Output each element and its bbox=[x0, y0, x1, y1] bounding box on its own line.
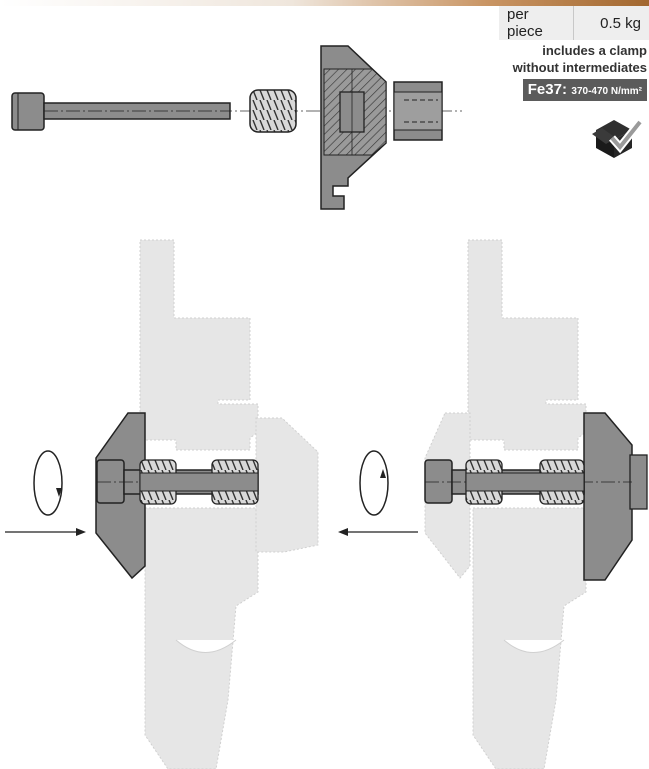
spec-label: per piece bbox=[499, 6, 574, 40]
spec-table: per piece 0.5 kg bbox=[499, 6, 649, 40]
rotation-arrow-icon bbox=[33, 450, 63, 516]
spec-weight: 0.5 kg bbox=[573, 6, 649, 40]
spec-row: per piece 0.5 kg bbox=[499, 6, 649, 40]
spring-part bbox=[249, 89, 297, 133]
left-assembly bbox=[5, 239, 319, 769]
clamp-note: includes a clamp without intermediates bbox=[427, 42, 647, 76]
material-badge: Fe37: 370-470 N/mm² bbox=[522, 79, 647, 101]
nut-part bbox=[393, 81, 443, 141]
rotation-arrow-icon bbox=[359, 450, 389, 516]
header-gradient-bar bbox=[0, 0, 649, 6]
material-grade: Fe37: bbox=[527, 81, 567, 98]
push-arrow-icon bbox=[5, 528, 86, 536]
box-check-icon bbox=[592, 119, 644, 158]
clamp-body-part bbox=[320, 45, 387, 210]
exploded-view bbox=[11, 45, 462, 210]
material-strength: 370-470 N/mm² bbox=[571, 86, 642, 97]
note-line-2: without intermediates bbox=[512, 60, 647, 75]
note-line-1: includes a clamp bbox=[542, 43, 647, 58]
right-assembly bbox=[338, 239, 648, 769]
pull-arrow-icon bbox=[338, 528, 418, 536]
bolt-part bbox=[11, 92, 231, 131]
